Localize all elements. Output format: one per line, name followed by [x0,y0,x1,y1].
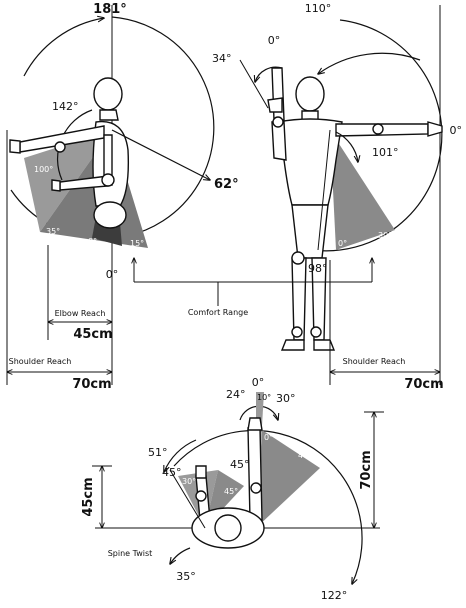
side-comfort-0: 0° [88,237,97,246]
front-left-elbow [272,116,284,128]
top-wedge-45: 45° [224,487,238,496]
front-left-knee [291,251,305,265]
top-left-hand [195,465,207,479]
top-wedge-30: 30° [182,477,196,486]
front-hips [291,204,329,259]
front-angle-right: 0° [450,124,463,137]
side-angle-elbow: 142° [52,100,79,113]
front-left-foot [280,339,305,351]
side-hand-lower [51,179,61,192]
front-comfort-0: 0° [338,239,347,248]
front-angle-bottom: 98° [308,262,328,275]
front-angle-top: 110° [305,2,332,15]
front-head [295,76,325,112]
side-elbow-joint-upper [54,141,66,153]
top-45-line [169,469,206,529]
top-wedge-40 [256,430,320,528]
top-right-arm [247,427,263,521]
top-51-arc [164,439,197,472]
front-angle-forearm-top: 0° [268,34,281,47]
top-wedge-0: 0° [264,433,273,442]
elbow-reach-label: Elbow Reach [55,309,106,318]
top-angle-top: 0° [252,376,265,389]
side-head [93,77,123,111]
top-angle-51: 51° [148,446,168,459]
comfort-range-label: Comfort Range [188,308,248,317]
front-right-ankle [310,326,322,338]
front-angle-shoulder-down: 101° [372,146,399,159]
side-hand-upper [9,139,21,154]
front-34-line [239,59,269,109]
comfort-range-connector: Comfort Range [134,258,372,317]
top-angle-35: 35° [176,570,196,583]
front-comfort-wedge [330,130,395,250]
side-comfort-35: 35° [46,227,60,236]
spine-twist-arc [170,547,191,564]
top-view: 0° 24° 30° 51° 45° 45° 10° 0° 40° 30° 45… [81,376,384,602]
top-left-elbow [195,490,207,502]
front-left-ankle [291,326,303,338]
front-comfort-30: 30° [378,231,392,240]
top-angle-30: 30° [276,392,296,405]
front-right-hand [427,121,443,137]
side-elbow-joint-lower [101,173,115,187]
top-angle-45-mid: 45° [230,458,250,471]
front-left-upper-arm [271,121,287,161]
side-62-line [111,129,210,180]
front-torso [277,118,343,206]
front-right-foot [313,339,336,351]
top-right-elbow [250,482,262,494]
side-neck [99,109,119,121]
front-top-arrow-arc [318,52,421,74]
front-view: 110° 0° 34° 0° 101° 0° 30° 98° Shoulder … [212,2,462,392]
front-left-hand [267,97,283,113]
front-shoulder-reach-value: 70cm [404,377,443,392]
side-view: 181° 142° 62° 100° 35° 0° 15° 0° Elbow R… [7,2,239,392]
side-hip [93,201,127,229]
front-shoulder-down-arc [335,131,358,162]
elbow-reach-value: 45cm [73,327,112,342]
front-shoulder-reach-label: Shoulder Reach [343,357,406,366]
front-angle-forearm: 34° [212,52,232,65]
top-angle-122: 122° [321,589,348,602]
front-right-elbow [372,123,384,135]
spine-twist-label: Spine Twist [108,549,153,558]
side-shoulder-reach-label: Shoulder Reach [9,357,72,366]
side-angle-top: 181° [93,2,127,17]
side-shoulder-reach-value: 70cm [72,377,111,392]
side-top-arrow-arc [23,18,104,77]
side-comfort-15: 15° [130,239,144,248]
top-reach-arc [173,429,363,584]
top-right-hand [247,417,263,431]
side-comfort-100: 100° [34,165,53,174]
top-wedge-40: 40° [298,451,312,460]
top-wedge-10: 10° [257,393,271,402]
top-angle-24: 24° [226,388,246,401]
front-reach-arc [311,19,443,252]
side-angle-down: 62° [214,177,239,192]
top-height-70: 70cm [359,450,374,489]
side-angle-bottom: 0° [106,268,119,281]
top-height-45: 45cm [81,477,96,516]
top-angle-45-left: 45° [162,466,182,479]
front-98-line [317,129,331,251]
top-head [214,514,242,542]
